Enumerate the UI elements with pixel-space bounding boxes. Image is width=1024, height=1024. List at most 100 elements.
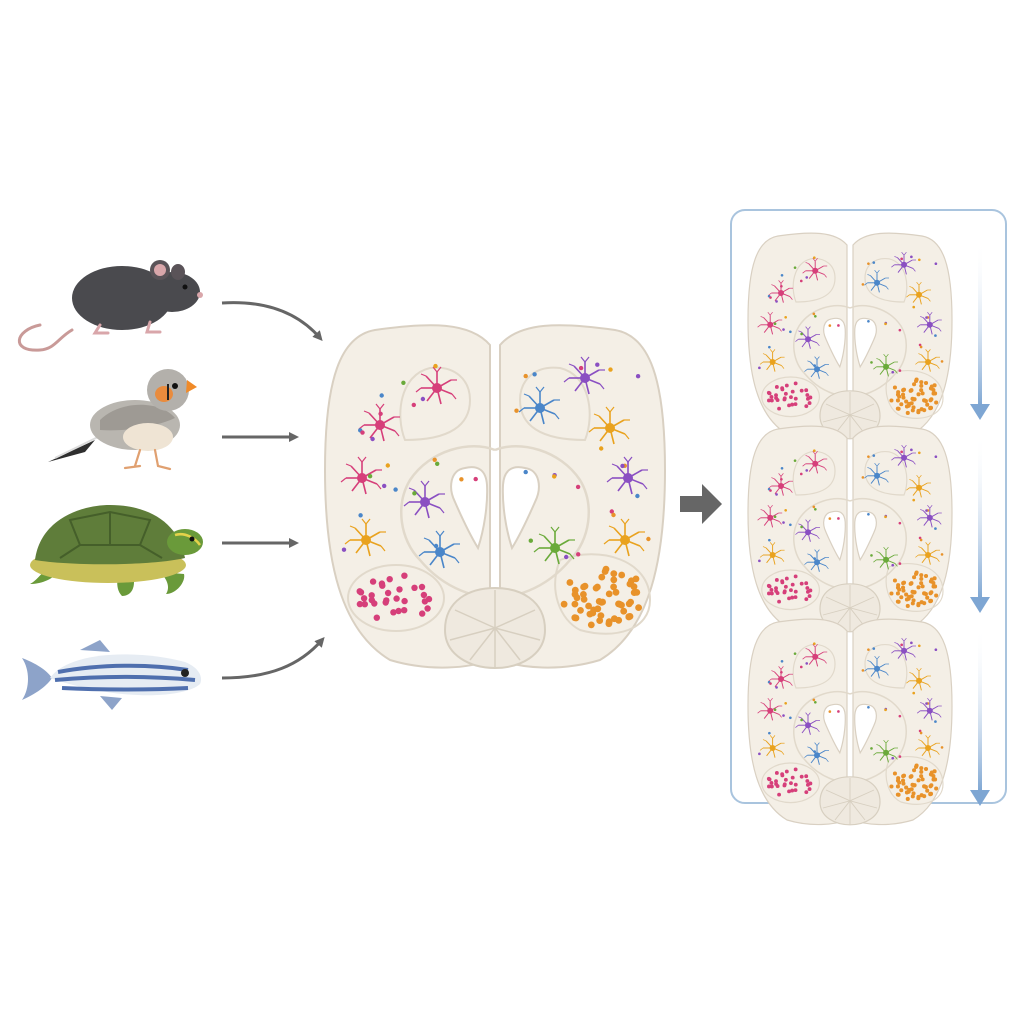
cell-dot bbox=[421, 598, 429, 605]
cell-dot bbox=[784, 769, 789, 774]
brain-section-small bbox=[747, 232, 953, 440]
cell-dot bbox=[805, 779, 810, 783]
cell-dot bbox=[912, 305, 916, 309]
cell-dot bbox=[905, 796, 910, 801]
cell-dot bbox=[775, 300, 778, 303]
cell-dot bbox=[910, 255, 913, 259]
cell-dot bbox=[861, 476, 865, 479]
cell-dot bbox=[812, 505, 816, 509]
cell-dot bbox=[918, 729, 922, 733]
cell-dot bbox=[782, 396, 787, 401]
cell-dot bbox=[418, 583, 426, 591]
cell-dot bbox=[934, 262, 938, 266]
cell-dot bbox=[793, 574, 798, 579]
cell-dot bbox=[610, 570, 618, 577]
cell-dot bbox=[610, 583, 617, 591]
cell-dot bbox=[906, 789, 911, 794]
cell-dot bbox=[925, 402, 930, 407]
cell-dot bbox=[934, 334, 937, 337]
cell-dot bbox=[916, 794, 921, 799]
cell-dot bbox=[789, 588, 793, 593]
cell-dot bbox=[870, 361, 873, 364]
cell-dot bbox=[361, 601, 368, 608]
down-arrows bbox=[970, 240, 990, 806]
cell-dot bbox=[789, 330, 792, 334]
cell-dot bbox=[909, 787, 914, 792]
cell-dot bbox=[889, 591, 894, 596]
cell-dot bbox=[532, 372, 537, 377]
cell-dot bbox=[828, 517, 832, 520]
cell-dot bbox=[580, 591, 587, 598]
cell-dot bbox=[804, 774, 809, 779]
cell-dot bbox=[917, 451, 921, 455]
cell-dot bbox=[804, 790, 809, 795]
cell-dot bbox=[898, 755, 902, 758]
cell-dot bbox=[782, 714, 785, 717]
cell-dot bbox=[898, 328, 902, 332]
cell-dot bbox=[914, 763, 919, 768]
cell-dot bbox=[587, 621, 595, 629]
cell-dot bbox=[920, 777, 925, 782]
cell-dot bbox=[932, 383, 937, 388]
cell-dot bbox=[769, 296, 772, 299]
cell-dot bbox=[828, 710, 832, 713]
cell-dot bbox=[790, 389, 795, 394]
cell-dot bbox=[774, 578, 779, 582]
cell-dot bbox=[929, 397, 934, 402]
cell-dot bbox=[420, 591, 428, 599]
cell-dot bbox=[589, 609, 597, 617]
cell-dot bbox=[867, 512, 870, 516]
down-arrow-shaft bbox=[978, 240, 982, 406]
cell-dot bbox=[775, 686, 778, 689]
cell-dot bbox=[774, 385, 779, 389]
cell-dot bbox=[395, 607, 402, 615]
cell-dot bbox=[758, 366, 761, 370]
cell-dot bbox=[396, 586, 403, 593]
cell-dot bbox=[933, 391, 938, 396]
cell-dot bbox=[793, 381, 798, 386]
cell-dot bbox=[768, 538, 771, 542]
cell-dot bbox=[356, 588, 363, 595]
cell-dot bbox=[898, 714, 902, 718]
cell-dot bbox=[918, 536, 922, 540]
cell-dot bbox=[633, 589, 641, 596]
cell-dot bbox=[412, 491, 417, 496]
cell-dot bbox=[934, 786, 939, 791]
cell-dot bbox=[789, 781, 793, 786]
cell-dot bbox=[904, 399, 909, 404]
cell-dot bbox=[378, 411, 383, 416]
cell-dot bbox=[884, 515, 887, 519]
cell-dot bbox=[769, 784, 774, 789]
cell-dot bbox=[895, 392, 901, 397]
cell-dot bbox=[609, 509, 614, 514]
cell-dot bbox=[925, 595, 930, 600]
cell-dot bbox=[793, 459, 797, 462]
cell-dot bbox=[769, 489, 772, 492]
cell-dot bbox=[780, 670, 783, 674]
cell-dot bbox=[769, 588, 774, 592]
cell-dot bbox=[919, 576, 924, 581]
cell-dot bbox=[910, 782, 915, 787]
cell-dot bbox=[784, 315, 787, 319]
cell-dot bbox=[912, 498, 916, 502]
cell-dot bbox=[910, 396, 915, 401]
cell-dot bbox=[784, 701, 787, 705]
cell-dot bbox=[901, 395, 906, 400]
brain-cell-types bbox=[340, 356, 651, 629]
cell-dot bbox=[773, 322, 777, 326]
brain-cell-types bbox=[757, 637, 944, 801]
cell-dot bbox=[806, 782, 810, 787]
cell-dot bbox=[401, 572, 408, 579]
cell-dot bbox=[861, 669, 865, 672]
cell-dot bbox=[783, 777, 788, 782]
cell-dot bbox=[769, 781, 774, 785]
cell-dot bbox=[514, 408, 519, 413]
cell-dot bbox=[424, 605, 431, 612]
cell-dot bbox=[929, 590, 934, 595]
cell-dot bbox=[780, 477, 783, 481]
cell-dot bbox=[929, 783, 934, 788]
cell-dot bbox=[598, 573, 606, 581]
cell-dot bbox=[379, 393, 384, 398]
cell-dot bbox=[934, 720, 937, 723]
